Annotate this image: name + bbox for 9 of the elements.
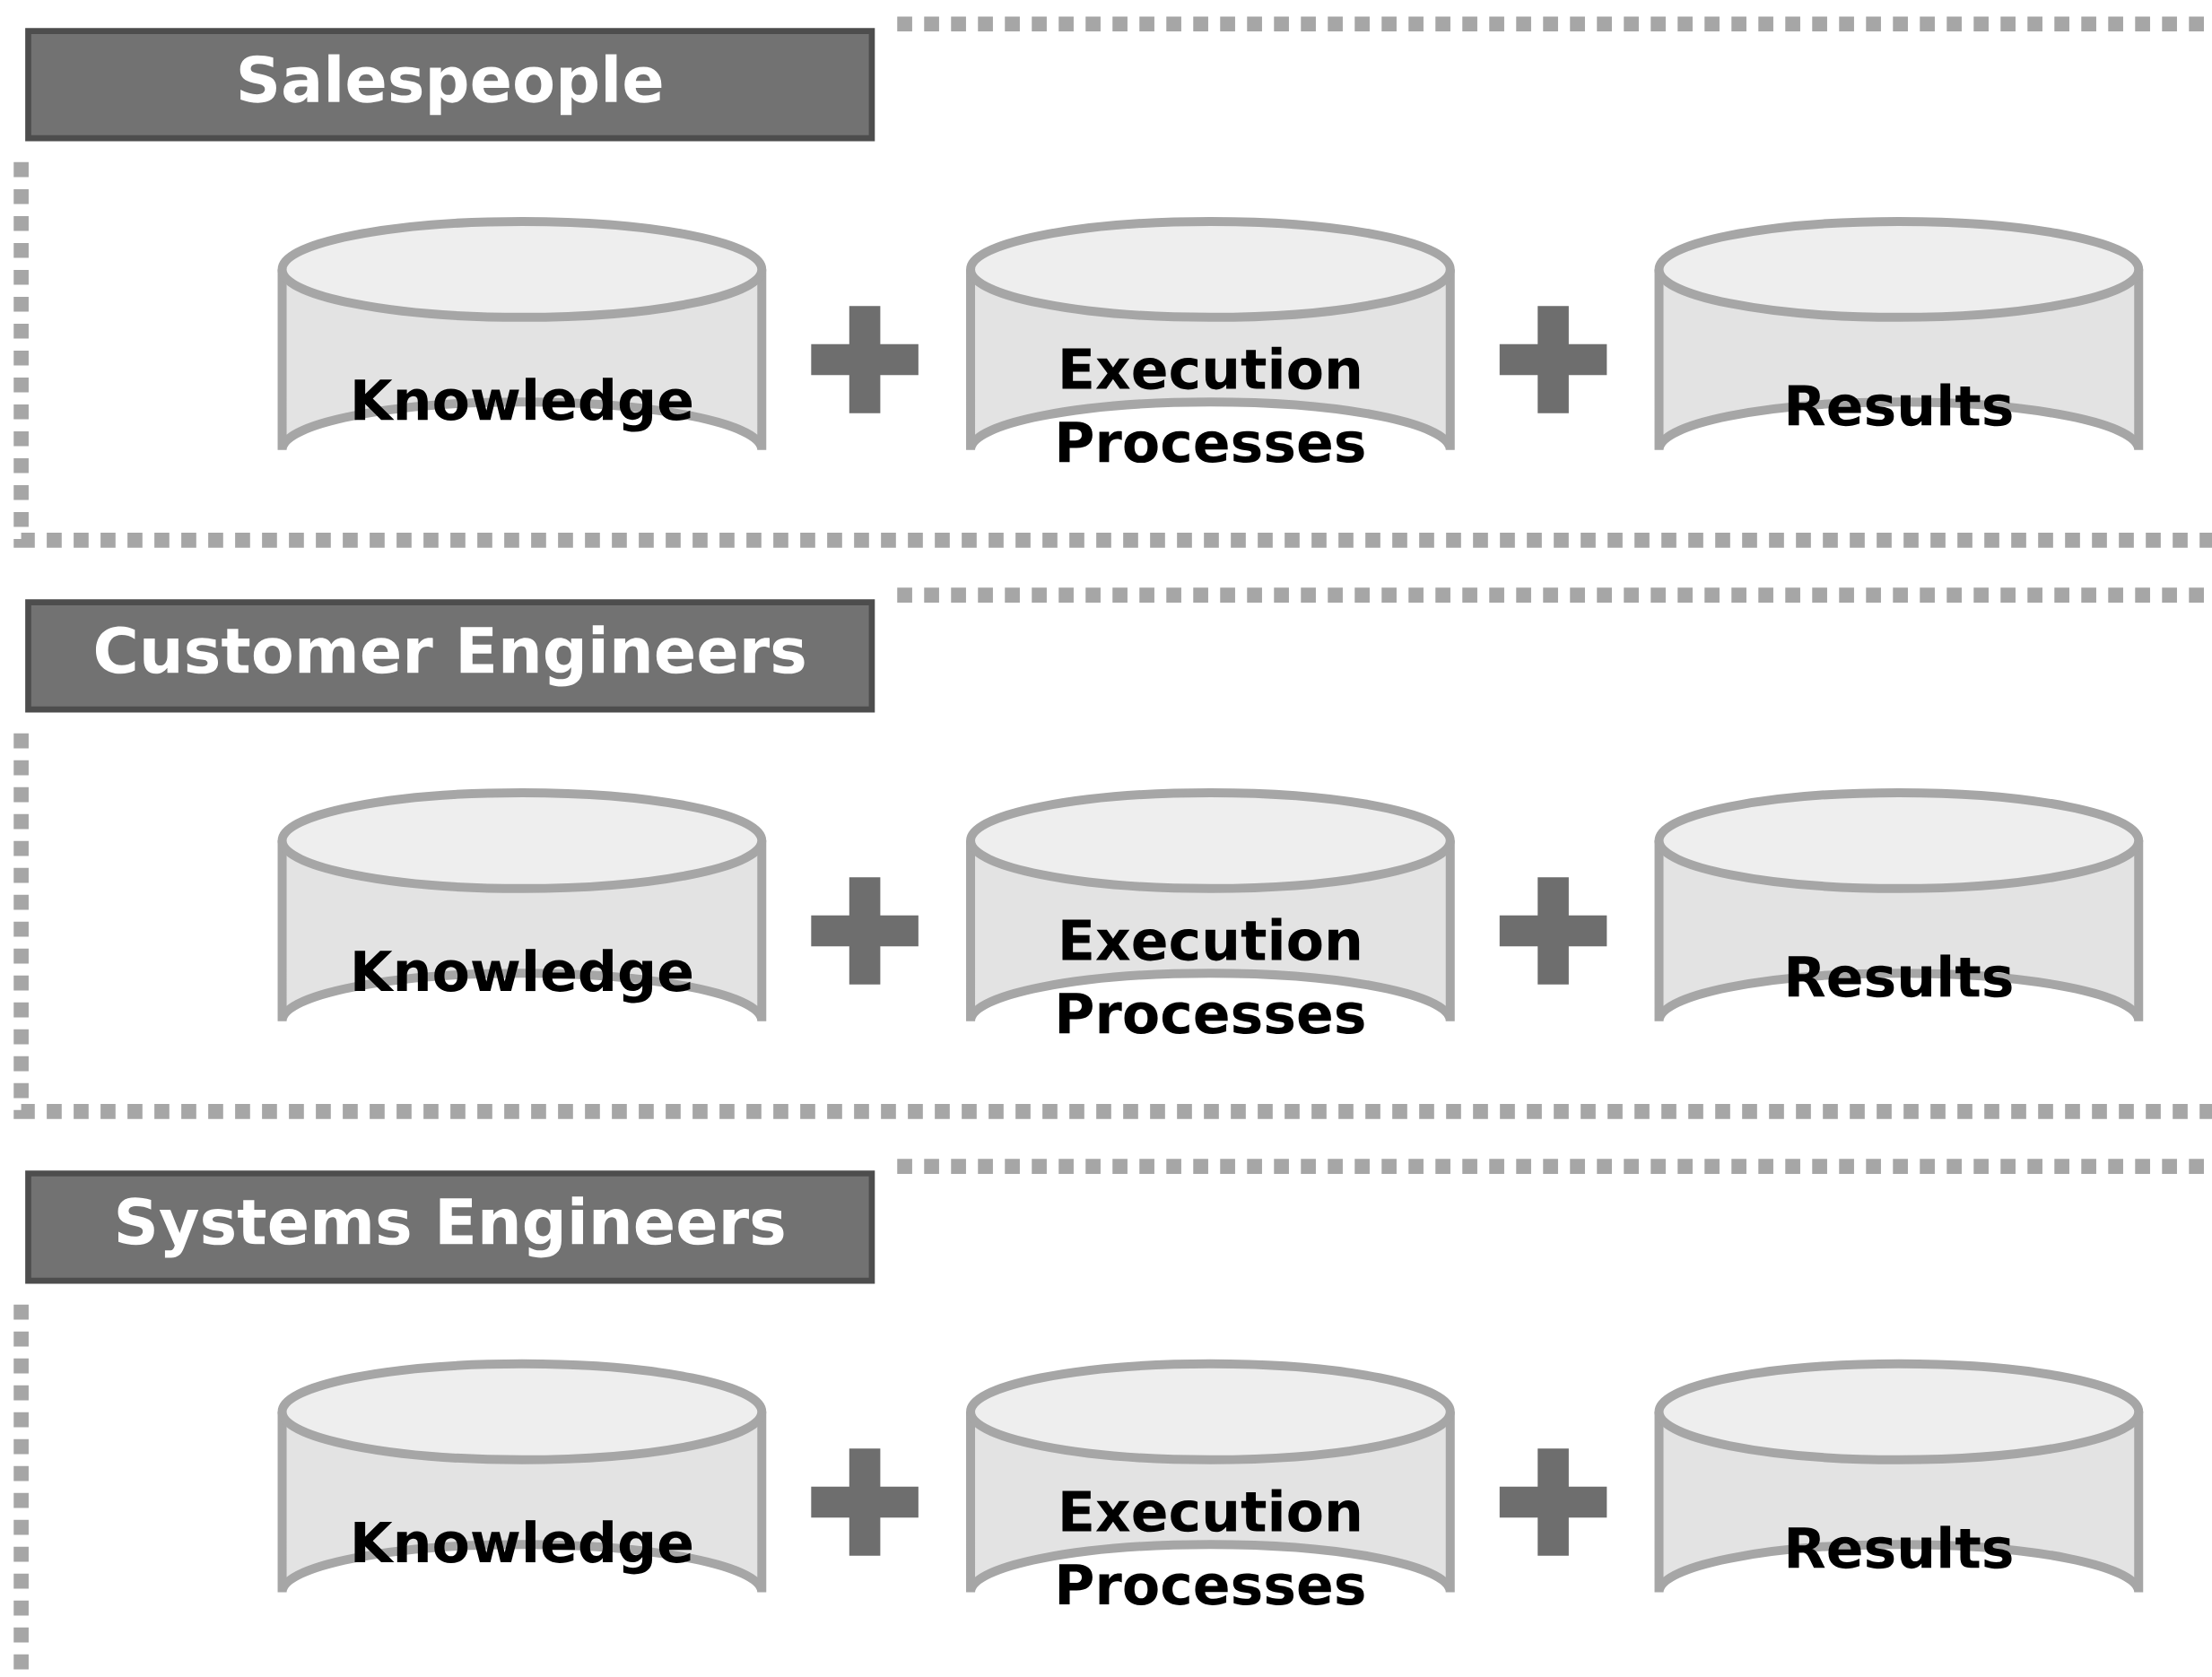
cylinder: Execution Processes <box>966 787 1455 1035</box>
cylinder: Knowledge <box>277 1359 767 1597</box>
cylinder: Execution Processes <box>966 216 1455 464</box>
cylinder: Results <box>1654 1359 2144 1597</box>
cylinder: Results <box>1654 216 2144 455</box>
cylinder: Execution Processes <box>966 1359 1455 1605</box>
cylinder: Results <box>1654 787 2144 1026</box>
cylinder: Knowledge <box>277 787 767 1026</box>
cylinder: Knowledge <box>277 216 767 455</box>
